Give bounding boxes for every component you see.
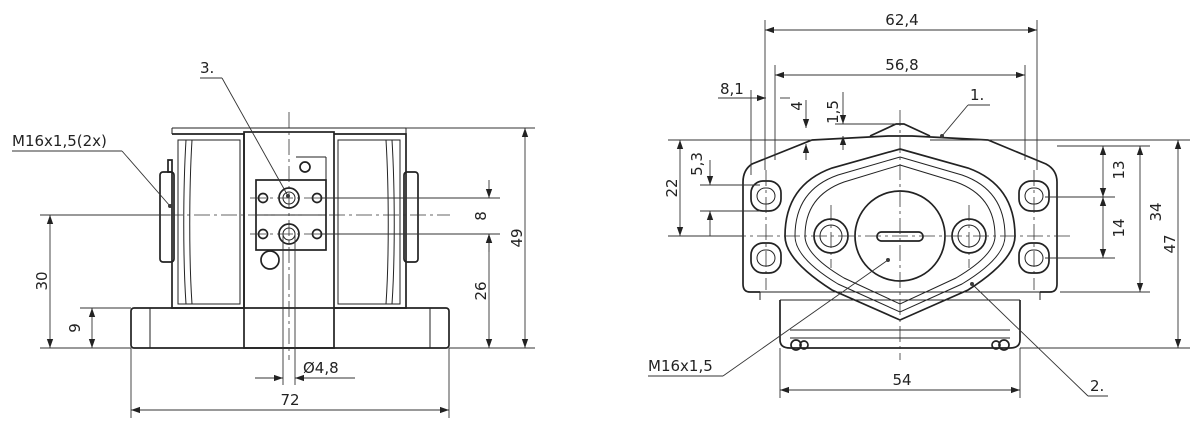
dim-49: 49 <box>508 228 526 247</box>
dim-26: 26 <box>472 281 490 300</box>
left-view: 49 26 8 30 9 72 Ø4,8 M16x1,5(2x) <box>12 59 535 418</box>
dim-56-8: 56,8 <box>885 56 918 74</box>
callout-1: 1. <box>970 86 984 104</box>
callout-2: 2. <box>1090 377 1104 395</box>
right-chamber-housing <box>334 133 407 309</box>
dim-8-1: 8,1 <box>720 80 744 98</box>
callout-3: 3. <box>200 59 214 77</box>
dim-62-4: 62,4 <box>885 11 918 29</box>
right-view: 62,4 56,8 8,1 4 1,5 1. 22 <box>648 11 1190 398</box>
dim-4: 4 <box>788 101 806 111</box>
dim-9: 9 <box>66 323 84 333</box>
dim-34: 34 <box>1147 202 1165 221</box>
dim-30: 30 <box>33 271 51 290</box>
dim-diameter-4-8: Ø4,8 <box>303 359 339 377</box>
thread-label-left: M16x1,5(2x) <box>12 132 107 150</box>
dim-54: 54 <box>892 371 911 389</box>
dim-8: 8 <box>472 211 490 221</box>
right-housing-outline <box>742 135 1058 293</box>
dim-47: 47 <box>1161 234 1179 253</box>
left-chamber-housing <box>167 133 245 309</box>
dim-13: 13 <box>1110 160 1128 179</box>
thread-label-right: M16x1,5 <box>648 357 713 375</box>
dim-14: 14 <box>1110 218 1128 237</box>
dim-22: 22 <box>663 178 681 197</box>
left-base-plate <box>130 307 450 349</box>
dim-72: 72 <box>280 391 299 409</box>
dim-1-5: 1,5 <box>824 100 842 124</box>
dim-5-3: 5,3 <box>688 152 706 176</box>
